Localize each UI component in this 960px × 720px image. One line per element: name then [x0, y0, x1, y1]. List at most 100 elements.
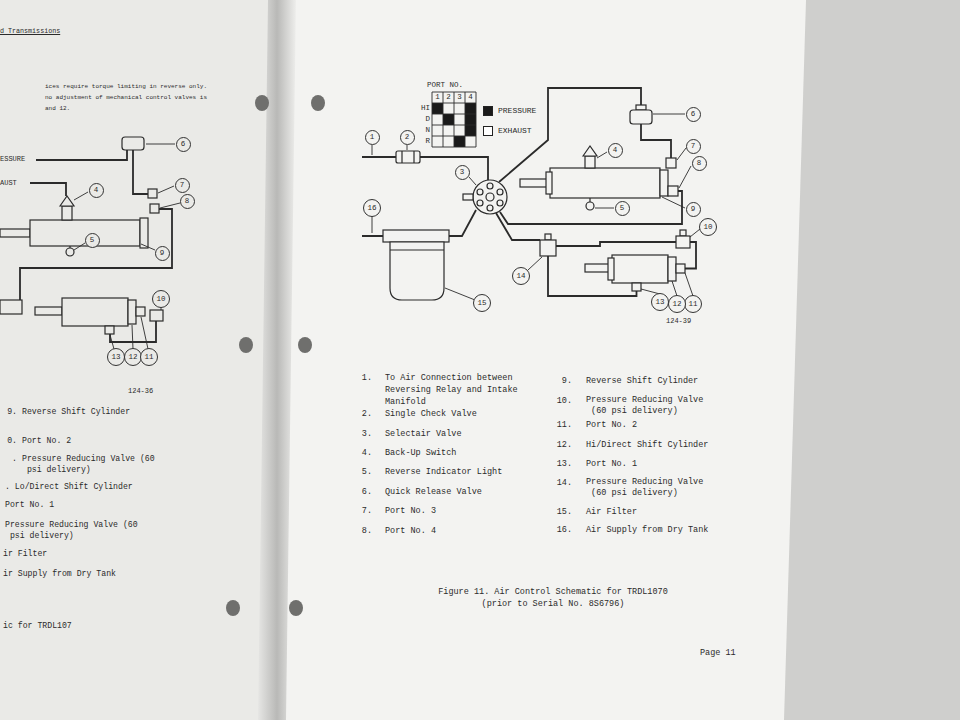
callout-number: 8: [692, 156, 707, 171]
switch-cap: [583, 146, 597, 156]
binding-hole: [311, 95, 325, 111]
callout-number: 11: [684, 295, 702, 313]
legend-text: PRESSURE: [498, 106, 536, 116]
callout-number: 5: [85, 233, 100, 248]
port-fitting: [666, 158, 676, 168]
list-number: .: [12, 453, 17, 465]
back-up-switch: [585, 156, 595, 168]
list-text: Port No. 1: [586, 458, 637, 470]
figure-caption: Figure 11. Air Control Schematic for TRD…: [427, 586, 679, 610]
running-header: d Transmissions: [0, 26, 60, 36]
legend-fragment: ESSURE: [0, 154, 25, 164]
port-fitting: [632, 283, 641, 291]
callout-number: 10: [699, 218, 717, 236]
back-up-switch: [62, 206, 72, 220]
table-header: 4: [468, 92, 473, 103]
left-schematic: [0, 137, 180, 349]
port-fitting: [668, 186, 678, 196]
cylinder-cap: [660, 170, 668, 196]
valve-port: [477, 189, 483, 195]
list-text: Quick Release Valve: [385, 486, 482, 498]
list-number: 9.: [7, 406, 17, 418]
list-text: Port No. 3: [385, 505, 436, 517]
body-text: no adjustment of mechanical control valv…: [45, 93, 207, 103]
table-title: PORT NO.: [427, 80, 463, 91]
list-text: Reverse Indicator Light: [385, 466, 502, 478]
list-text: Air Filter: [586, 506, 637, 518]
list-number: 1.: [362, 372, 372, 384]
callout-number: 8: [180, 194, 195, 209]
list-number: 12.: [557, 439, 572, 451]
list-number: 9.: [562, 375, 572, 387]
port-fitting: [148, 189, 157, 198]
list-number: 15.: [557, 506, 572, 518]
list-text: Pressure Reducing Valve (60 psi delivery…: [5, 519, 140, 541]
legend-swatch: [483, 126, 493, 136]
pressure-cell: [454, 136, 465, 147]
port-fitting: [676, 264, 685, 273]
shift-cylinder: [62, 298, 128, 326]
figure-number: 124-36: [128, 386, 153, 396]
binding-hole: [239, 337, 253, 353]
callout-number: 9: [155, 246, 170, 261]
binding-hole: [289, 600, 303, 616]
table-header: 2: [446, 92, 451, 103]
list-text: Pressure Reducing Valve (60 psi delivery…: [586, 477, 721, 499]
list-text: Back-Up Switch: [385, 447, 456, 459]
table-row-label: N: [425, 125, 430, 136]
cylinder-rod: [35, 307, 62, 315]
callout-number: 14: [512, 267, 530, 285]
legend-swatch: [483, 106, 493, 116]
filter-head: [383, 230, 449, 242]
binding-holes: [226, 95, 325, 616]
quick-release-valve: [630, 110, 652, 124]
leader-line: [372, 114, 700, 300]
cylinder-rod: [0, 229, 30, 237]
body-text: and 12.: [45, 104, 70, 114]
list-text: To Air Connection between Reversing Rela…: [385, 372, 530, 408]
list-text: ir Filter: [3, 548, 47, 560]
valve-knob: [680, 230, 686, 236]
port-fitting: [150, 204, 159, 213]
pressure-cell: [465, 125, 476, 136]
callout-number: 5: [615, 201, 630, 216]
list-number: 2.: [362, 408, 372, 420]
port-fitting: [105, 326, 114, 334]
callout-number: 3: [455, 165, 470, 180]
right-schematic: [362, 88, 700, 300]
reverse-shift-cylinder: [550, 168, 660, 198]
callout-number: 2: [400, 130, 415, 145]
legend-text: EXHAUST: [498, 126, 532, 136]
callout-number: 1: [365, 130, 380, 145]
valve-nub: [636, 105, 646, 110]
cylinder-cap: [546, 172, 552, 194]
list-number: 16.: [557, 524, 572, 536]
valve-port: [497, 200, 503, 206]
table-header: 3: [457, 92, 462, 103]
callout-number: 15: [473, 294, 491, 312]
binding-hole: [298, 337, 312, 353]
legend-fragment: AUST: [0, 178, 17, 188]
leader-line: [74, 144, 180, 349]
callout-number: 11: [140, 348, 158, 366]
pressure-reducing-valve: [0, 300, 22, 314]
cylinder-cap: [668, 257, 676, 281]
components: [0, 137, 163, 334]
list-text: Reverse Shift Cylinder: [22, 406, 130, 418]
pressure-cell: [443, 114, 454, 125]
valve-detail: [402, 151, 414, 163]
hi-direct-shift-cylinder: [612, 255, 668, 283]
valve-port: [487, 183, 493, 189]
callout-number: 4: [89, 183, 104, 198]
list-text: Pressure Reducing Valve (60 psi delivery…: [586, 395, 721, 417]
list-text: Single Check Valve: [385, 408, 477, 420]
list-number: 13.: [557, 458, 572, 470]
list-number: 6.: [362, 486, 372, 498]
callout-number: 7: [686, 139, 701, 154]
list-number: 10.: [557, 395, 572, 407]
selectair-valve: [473, 180, 507, 214]
list-number: 14.: [557, 477, 572, 489]
figure-number: 124-39: [666, 316, 691, 326]
list-number: 3.: [362, 428, 372, 440]
